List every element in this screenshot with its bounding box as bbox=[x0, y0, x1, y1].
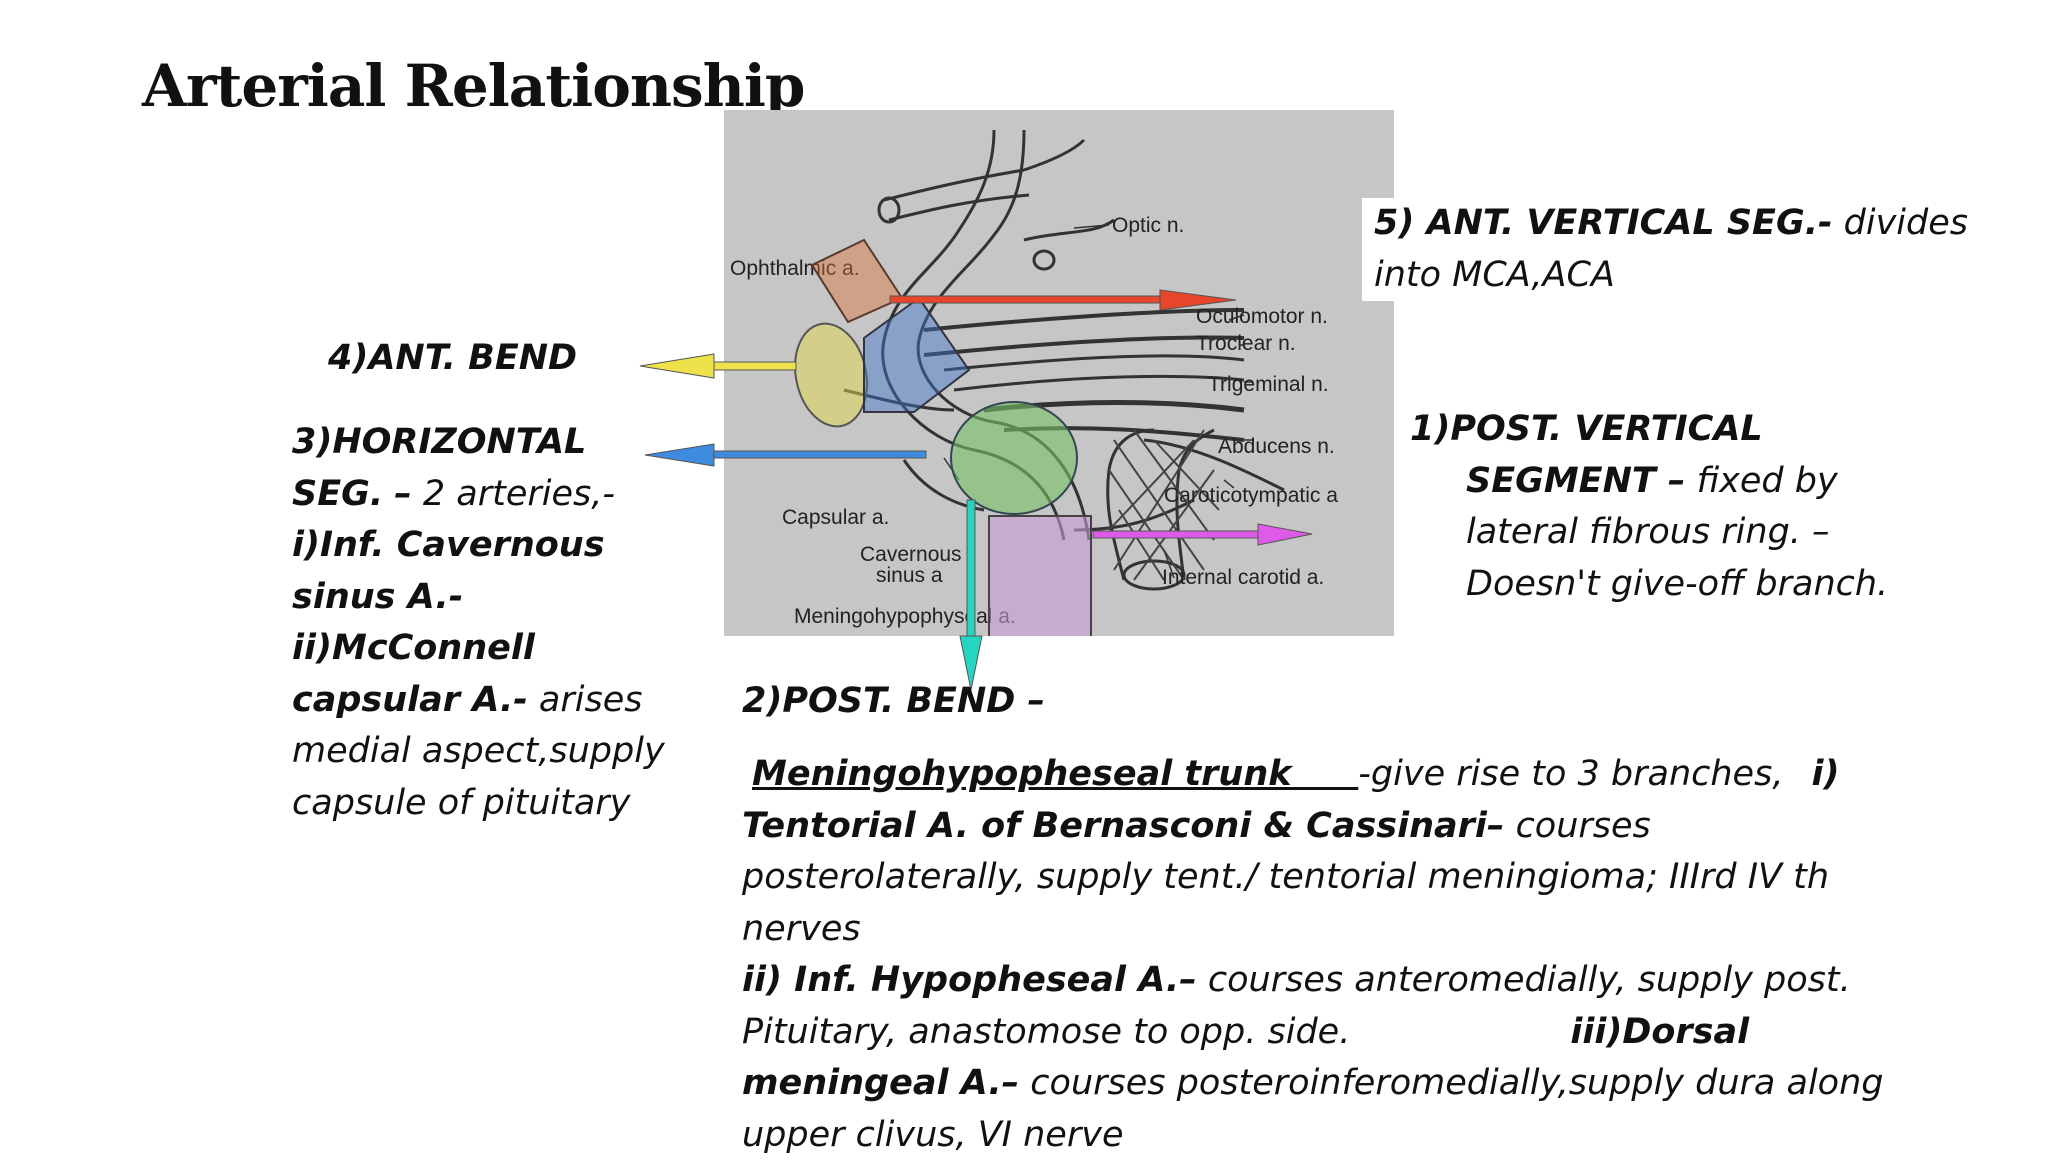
note2b-branch2-text: courses anteromedially, supply post. Pit… bbox=[742, 960, 1851, 1052]
note5-text: divides into MCA,ACA bbox=[1374, 203, 1969, 295]
note-post-vertical-segment: 1)POST. VERTICAL SEGMENT – fixed by late… bbox=[1410, 404, 1890, 610]
horizontal-box bbox=[863, 296, 971, 413]
note5-heading: 5) ANT. VERTICAL SEG.- bbox=[1374, 203, 1833, 243]
slide-title: Arterial Relationship bbox=[142, 52, 805, 120]
label-ophthalmic-a: Ophthalmic a. bbox=[730, 257, 860, 280]
label-troclear-n: Troclear n. bbox=[1196, 332, 1296, 355]
note3-text2: arises medial aspect,supply capsule of p… bbox=[292, 679, 665, 823]
note3-branches: i)Inf. Cavernous sinus A.- ii)McConnell … bbox=[292, 525, 605, 720]
note2b-trunk: Meningohypopheseal trunk bbox=[752, 754, 1292, 794]
note2b-intro: -give rise to 3 branches, bbox=[1358, 754, 1784, 794]
label-sinus-a: sinus a bbox=[876, 564, 943, 587]
note-meningohypophyseal-trunk: Meningohypopheseal trunk -give rise to 3… bbox=[742, 749, 1892, 1161]
label-cavernous: Cavernous bbox=[860, 543, 962, 566]
note4-heading: 4)ANT. BEND bbox=[328, 338, 578, 378]
note1-heading2: SEGMENT – bbox=[1466, 460, 1686, 501]
label-oculomotor-n: Oculomotor n. bbox=[1196, 305, 1328, 328]
note-horizontal-segment: 3)HORIZONTAL SEG. – 2 arteries,- i)Inf. C… bbox=[292, 417, 678, 829]
ant-bend-ellipse bbox=[794, 322, 868, 428]
post-bend-ellipse bbox=[950, 401, 1078, 515]
lattice-sketch bbox=[1108, 429, 1220, 581]
note3-dash: – bbox=[394, 473, 412, 514]
label-optic-n: Optic n. bbox=[1112, 214, 1184, 237]
note2b-branch1-heading: i) Tentorial A. of Bernasconi & Cassinar… bbox=[742, 754, 1840, 846]
note1-heading: 1)POST. VERTICAL bbox=[1410, 409, 1763, 449]
label-trigeminal-n: Trigeminal n. bbox=[1208, 373, 1329, 396]
note3-text1: 2 arteries,- bbox=[411, 473, 616, 514]
note1-text: fixed by lateral fibrous ring. – Doesn't… bbox=[1466, 460, 1889, 604]
label-abducens-n: Abducens n. bbox=[1218, 435, 1335, 458]
note2b-branch1-text: courses posterolaterally, supply tent./ … bbox=[742, 805, 1830, 949]
note2b-branch3-text: courses posteroinferomedially,supply dur… bbox=[742, 1063, 1884, 1155]
note-ant-bend: 4)ANT. BEND bbox=[328, 333, 577, 385]
note-ant-vertical-segment: 5) ANT. VERTICAL SEG.- divides into MCA,… bbox=[1362, 198, 2026, 301]
label-meningohypophyseal-a: Meningohypophyseal a. bbox=[794, 605, 1016, 628]
note2-heading: 2)POST. BEND – bbox=[742, 681, 1045, 721]
note2b-branch2-heading: ii) Inf. Hypopheseal A.– bbox=[742, 960, 1197, 1000]
label-internal-carotid-a: Internal carotid a. bbox=[1162, 566, 1324, 589]
label-capsular-a: Capsular a. bbox=[782, 506, 889, 529]
label-caroticotympanic-a: Caroticotympatic a bbox=[1164, 484, 1338, 507]
note2b-branch3-heading: iii)Dorsal meningeal A.– bbox=[742, 1011, 1750, 1104]
note3-heading: 3)HORIZONTAL SEG. bbox=[292, 422, 587, 514]
post-vertical-box bbox=[988, 515, 1092, 636]
note-post-bend-heading: 2)POST. BEND – bbox=[742, 676, 1045, 728]
cavernous-carotid-diagram: Optic n. Ophthalmic a. Oculomotor n. Tro… bbox=[724, 110, 1394, 636]
